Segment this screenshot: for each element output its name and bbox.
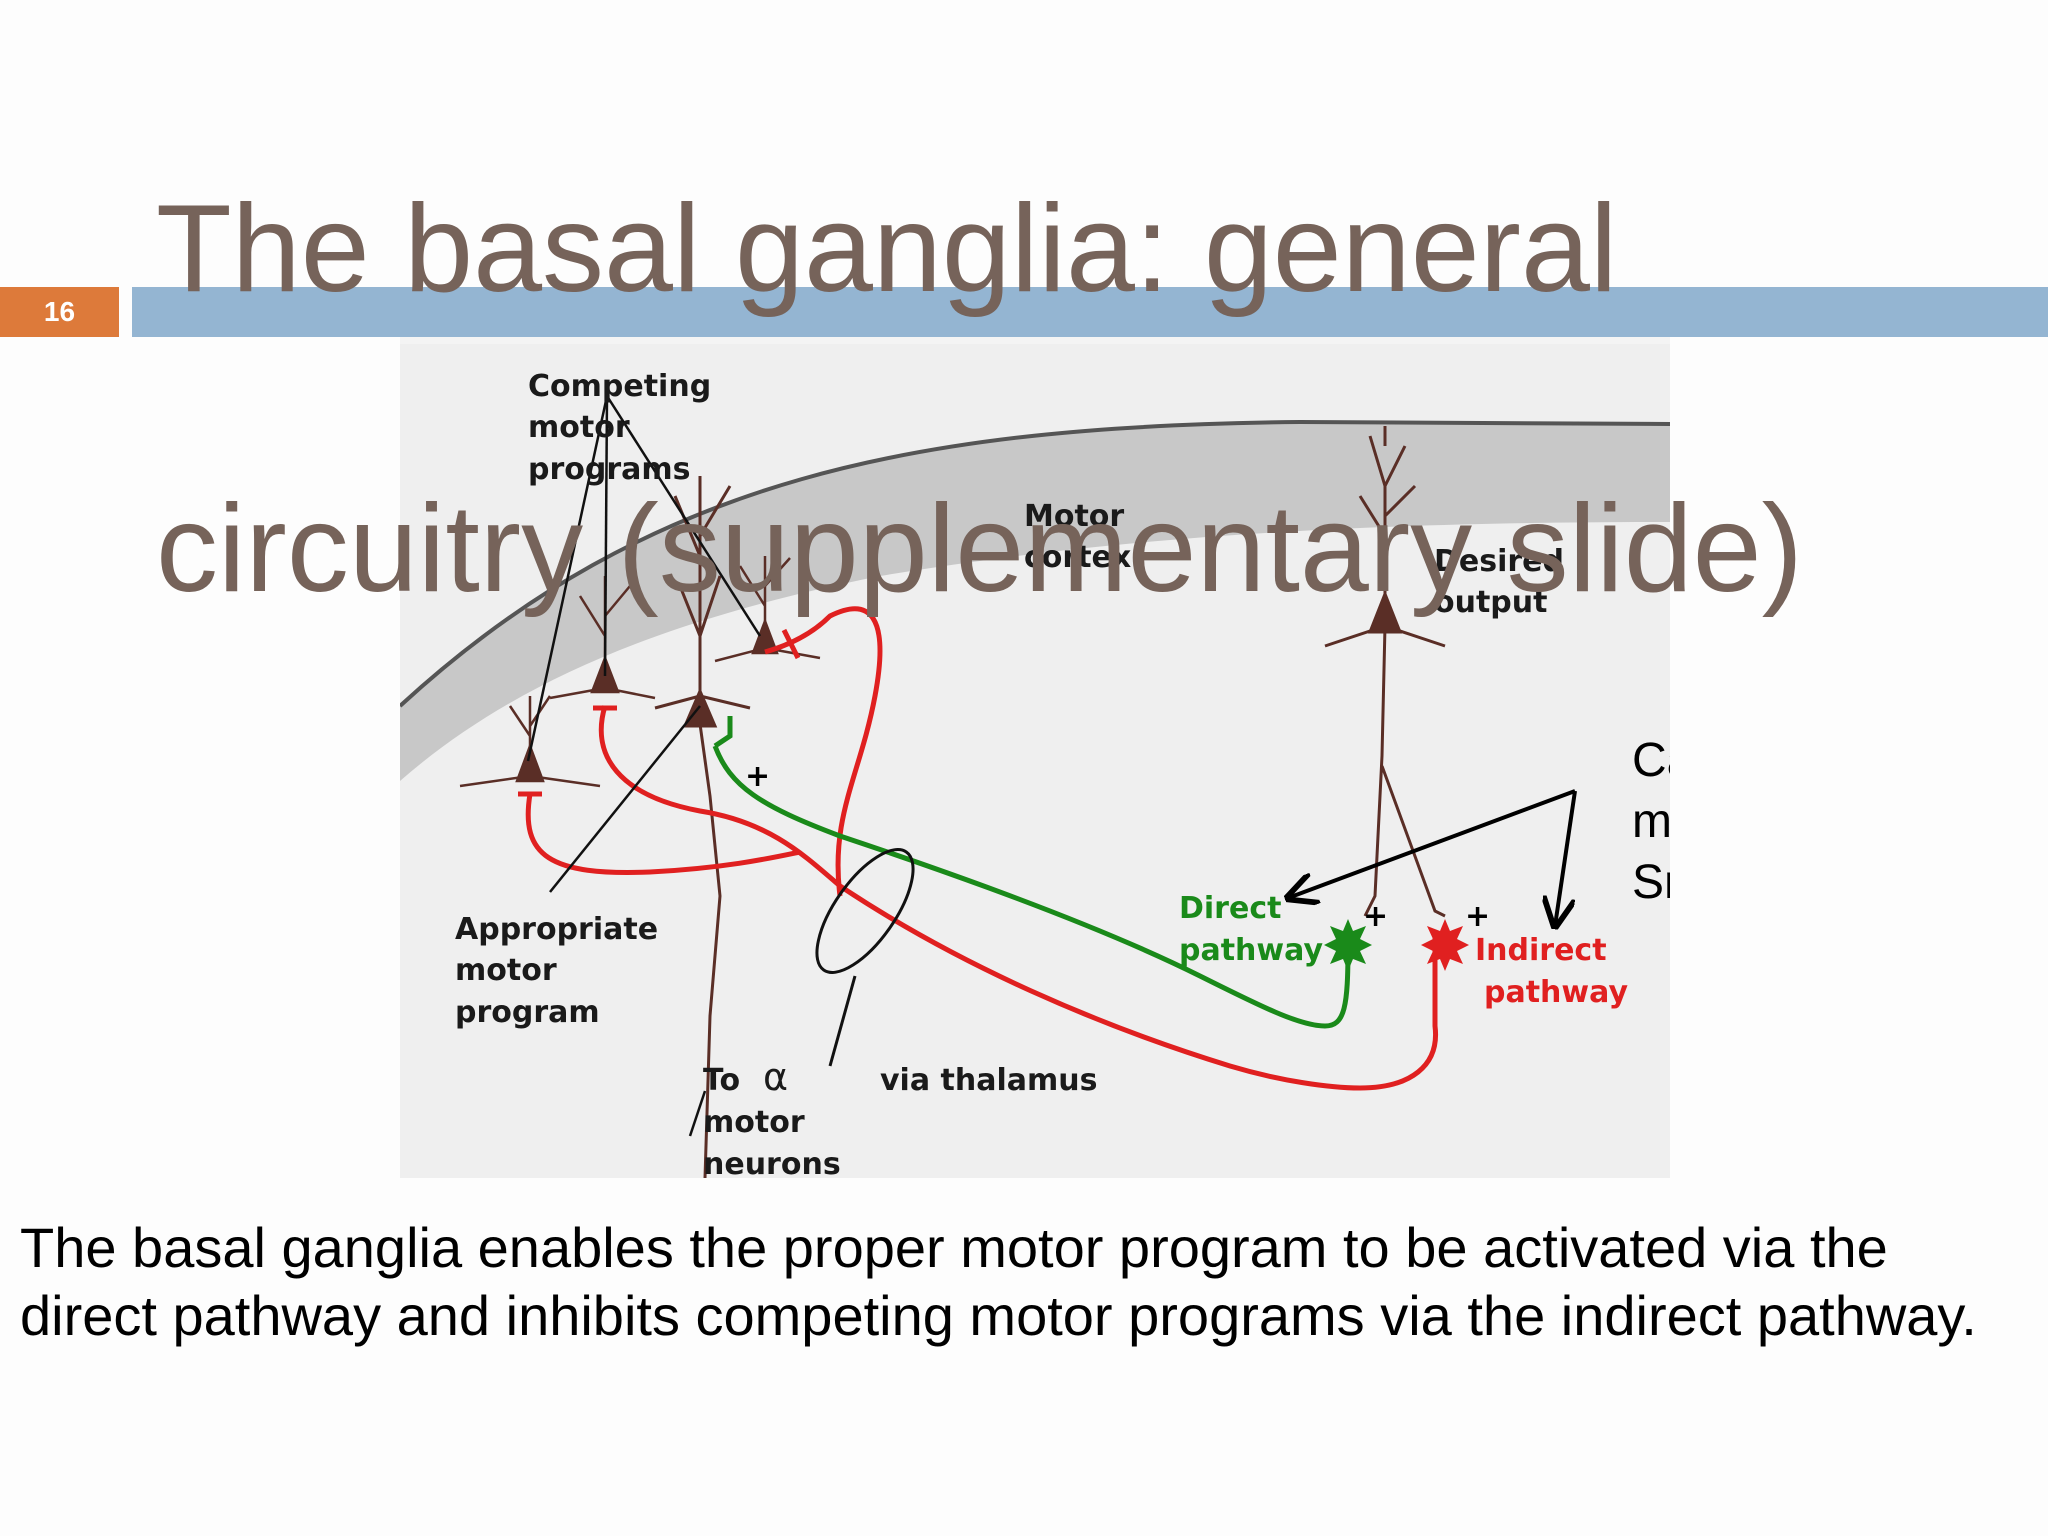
inhibitory-terminals <box>518 628 801 797</box>
cortex-surface-line <box>400 419 1670 708</box>
neuron-competing-right <box>714 556 821 663</box>
plus-sign-direct: + <box>745 759 770 794</box>
slide-caption: The basal ganglia enables the proper mot… <box>20 1214 2030 1350</box>
indirect-pathway-lines <box>525 606 1439 1091</box>
label-competing-line-2: motor <box>528 410 630 445</box>
label-direct-line-1: Direct <box>1179 891 1281 926</box>
thalamus-ellipse <box>815 848 915 974</box>
label-appropriate-line-1: Appropriate <box>455 912 658 947</box>
label-motor-cortex: Motor cortex <box>1024 499 1135 575</box>
label-to-alpha-line-2: motor <box>703 1105 805 1140</box>
label-appropriate-line-2: motor <box>455 953 557 988</box>
label-motor-cortex-line-2: cortex <box>1024 540 1131 575</box>
label-desired-line-2: output <box>1434 585 1547 620</box>
snc-note: Can be modulated by SnC <box>1632 734 1670 909</box>
neuron-desired-output <box>1324 426 1446 918</box>
basal-ganglia-diagram: Competing motor programs Motor cortex De… <box>400 336 1670 1178</box>
slide-title: The basal ganglia: general circuitry (su… <box>156 24 2016 774</box>
slide-title-line-1: The basal ganglia: general <box>156 180 1618 318</box>
label-to-alpha-line-3: neurons <box>703 1147 841 1178</box>
label-appropriate: Appropriate motor program <box>455 912 669 1030</box>
label-indirect-line-1: Indirect <box>1475 933 1607 968</box>
label-desired-output: Desired output <box>1434 544 1574 620</box>
to-alpha-pointer <box>688 1090 707 1137</box>
thalamus-pointer <box>828 975 857 1067</box>
label-to-alpha-line-1: To <box>703 1063 740 1098</box>
label-via-thalamus: via thalamus <box>880 1063 1097 1098</box>
label-motor-cortex-line-1: Motor <box>1024 499 1124 534</box>
label-desired-line-1: Desired <box>1434 544 1564 579</box>
plus-sign-desired-right: + <box>1465 899 1490 934</box>
snc-note-line-2: modulated by <box>1632 795 1670 848</box>
title-underline-bar <box>132 287 2048 337</box>
appropriate-pointer <box>549 705 701 893</box>
competing-pointers <box>526 395 762 762</box>
label-appropriate-line-3: program <box>455 995 600 1030</box>
label-direct-pathway: Direct pathway <box>1179 891 1323 968</box>
label-competing-line-1: Competing <box>528 369 711 404</box>
label-to-alpha: To α motor neurons <box>703 1055 841 1178</box>
direct-pathway-line <box>712 716 1351 1029</box>
snc-note-line-3: SnC <box>1632 856 1670 909</box>
label-competing-line-3: programs <box>528 452 691 487</box>
slide-title-line-2: circuitry (supplementary slide) <box>156 480 1803 618</box>
label-indirect-pathway: Indirect pathway <box>1475 933 1628 1010</box>
indirect-starburst <box>1421 919 1469 971</box>
motor-cortex-region <box>400 422 1670 781</box>
snc-arrows <box>1288 789 1577 926</box>
snc-note-line-1: Can be <box>1632 734 1670 787</box>
caption-line-1: The basal ganglia enables the proper mot… <box>20 1216 1888 1279</box>
label-competing: Competing motor programs <box>528 369 722 487</box>
neuron-appropriate <box>654 476 751 1178</box>
direct-starburst <box>1324 919 1372 971</box>
plus-sign-desired-left: + <box>1363 899 1388 934</box>
alpha-symbol: α <box>763 1055 788 1099</box>
label-indirect-line-2: pathway <box>1484 975 1628 1010</box>
slide-number: 16 <box>0 287 119 337</box>
caption-line-2: direct pathway and inhibits competing mo… <box>20 1284 1977 1347</box>
label-direct-line-2: pathway <box>1179 933 1323 968</box>
